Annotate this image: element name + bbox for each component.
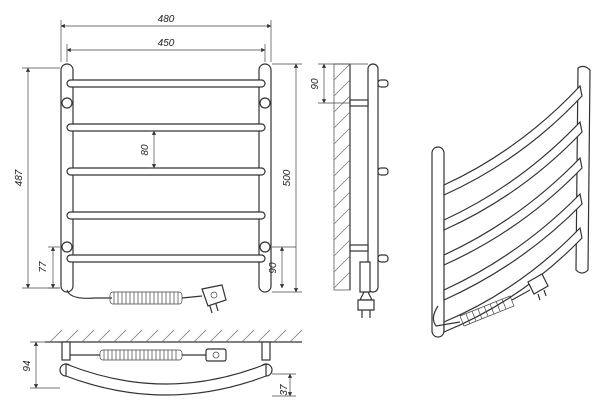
front-crossbar xyxy=(66,123,266,132)
side-view: 90 xyxy=(310,63,389,318)
plug-icon xyxy=(201,284,227,314)
side-rail xyxy=(367,63,379,293)
front-view: 480 450 487 77 80 500 90 xyxy=(14,14,302,314)
dim-top-bracket: 90 xyxy=(310,78,321,90)
iso-crossbar xyxy=(443,156,583,266)
front-bracket xyxy=(61,241,73,253)
dim-bar-spacing: 80 xyxy=(140,144,151,156)
iso-right-rail xyxy=(575,65,591,274)
dim-rail-height: 500 xyxy=(282,169,293,186)
coiled-cord xyxy=(109,291,183,305)
iso-plug-icon xyxy=(527,273,549,301)
front-crossbar xyxy=(66,254,266,263)
power-cord xyxy=(66,289,112,299)
side-bracket xyxy=(349,99,369,107)
dim-inner-width: 450 xyxy=(158,38,175,49)
wall-hatch xyxy=(333,63,351,289)
front-bracket xyxy=(259,97,271,109)
top-view: 94 37 xyxy=(22,329,303,397)
iso-crossbar xyxy=(443,192,583,301)
dim-total-height: 487 xyxy=(14,169,25,186)
dim-bottom-bracket: 90 xyxy=(268,262,279,274)
iso-crossbar xyxy=(443,226,583,333)
top-plug-icon xyxy=(205,348,227,362)
top-wall-hatch xyxy=(49,329,303,343)
iso-left-rail xyxy=(431,146,445,338)
front-left-rail xyxy=(60,63,74,293)
top-coiled-cord xyxy=(99,349,183,361)
top-curved-bar xyxy=(65,363,267,396)
front-crossbar xyxy=(66,167,266,176)
dim-bottom-offset: 77 xyxy=(38,261,49,273)
dim-overall-width: 480 xyxy=(158,14,175,25)
front-right-rail xyxy=(258,63,272,293)
front-crossbar xyxy=(66,211,266,220)
front-bracket xyxy=(61,97,73,109)
iso-crossbar xyxy=(443,84,583,196)
perspective-view xyxy=(431,65,591,338)
side-bracket xyxy=(349,244,369,252)
front-crossbar xyxy=(66,79,266,88)
dim-bow: 37 xyxy=(279,384,290,396)
dim-depth: 94 xyxy=(22,360,33,372)
iso-crossbar xyxy=(443,120,583,231)
iso-coiled-cord xyxy=(459,295,515,327)
front-bracket xyxy=(259,241,271,253)
